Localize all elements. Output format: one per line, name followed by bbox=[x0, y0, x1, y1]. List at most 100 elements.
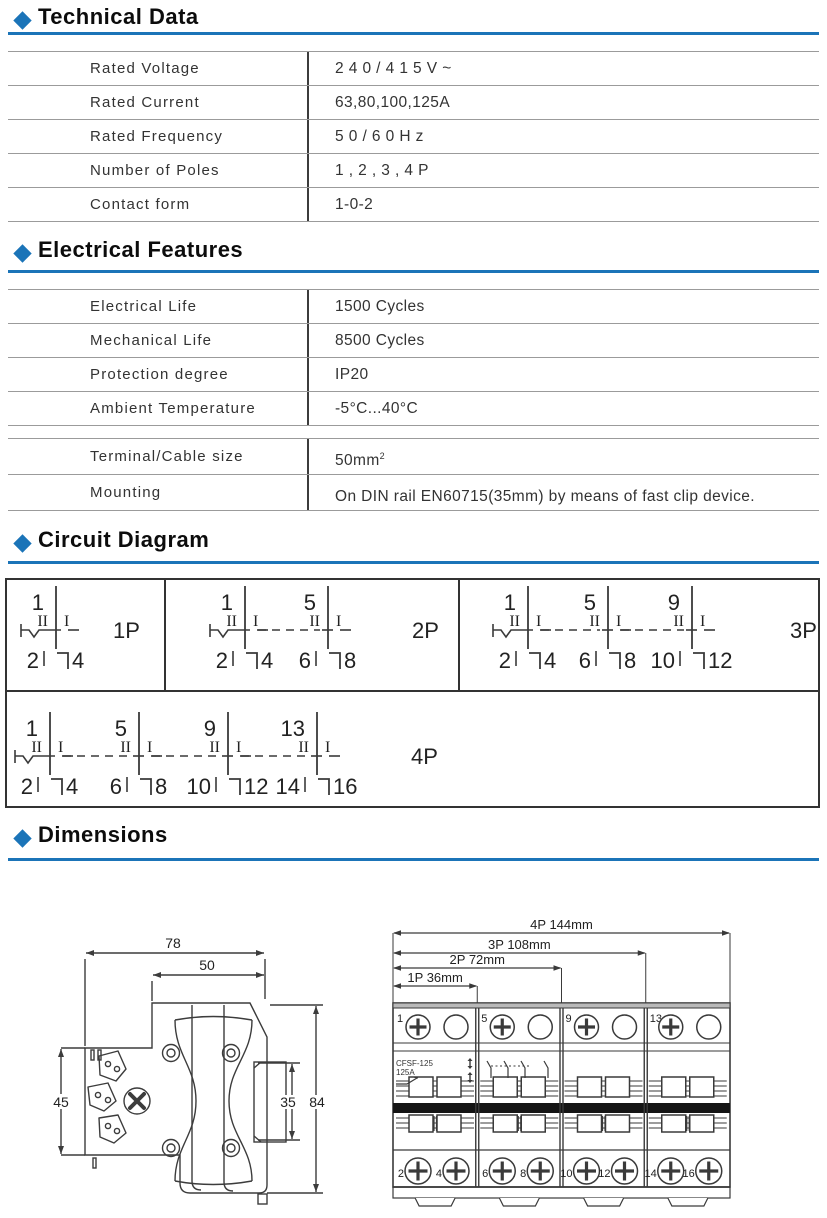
terminal-hook bbox=[246, 652, 258, 669]
model-label: CFSF-125 bbox=[396, 1059, 433, 1068]
bottom-terminal-label: 8 bbox=[520, 1168, 526, 1180]
table-row: Number of Poles 1 , 2 , 3 , 4 P bbox=[8, 153, 819, 187]
bottom-terminal-label: 10 bbox=[651, 648, 675, 673]
table-row: Contact form 1-0-2 bbox=[8, 187, 819, 221]
top-terminal-label: 1 bbox=[504, 590, 516, 615]
handle-tie-bar bbox=[393, 1103, 730, 1113]
table-row: Rated Voltage 2 4 0 / 4 1 5 V ~ bbox=[8, 51, 819, 85]
switch-contact bbox=[15, 755, 55, 765]
spec-value: 2 4 0 / 4 1 5 V ~ bbox=[307, 52, 819, 85]
technical-data-table: Rated Voltage 2 4 0 / 4 1 5 V ~ Rated Cu… bbox=[8, 51, 819, 222]
arrowhead-icon bbox=[553, 965, 562, 971]
toggle-handle bbox=[689, 1114, 715, 1133]
top-terminal-label: 13 bbox=[650, 1013, 662, 1025]
toggle-handle bbox=[689, 1076, 715, 1098]
toggle-handle bbox=[520, 1114, 546, 1133]
spec-label: Number of Poles bbox=[90, 162, 220, 179]
terminal-hook bbox=[140, 778, 152, 795]
terminal-hook bbox=[318, 778, 330, 795]
box-divider bbox=[7, 690, 818, 692]
mini-schematic-pole bbox=[543, 1060, 549, 1078]
arrowhead-icon bbox=[467, 1072, 473, 1075]
bottom-terminal-label: 16 bbox=[333, 774, 357, 799]
top-terminal-label: 13 bbox=[281, 716, 305, 741]
table-row: Electrical Life 1500 Cycles bbox=[8, 289, 819, 323]
table-row: Mounting On DIN rail EN60715(35mm) by me… bbox=[8, 474, 819, 510]
screw-x-icon bbox=[123, 1087, 151, 1115]
toggle-handle bbox=[408, 1076, 434, 1098]
spec-label: Rated Current bbox=[90, 94, 200, 111]
arrowhead-icon bbox=[469, 983, 478, 989]
width-dimension-label: 4P 144mm bbox=[530, 917, 593, 932]
mounting-tab bbox=[667, 1197, 709, 1207]
bottom-terminal-label: 6 bbox=[110, 774, 122, 799]
top-terminal-label: 1 bbox=[397, 1013, 403, 1025]
rivet-circles bbox=[161, 1043, 241, 1158]
top-rail-strip bbox=[392, 1002, 731, 1009]
terminal-hook bbox=[693, 652, 705, 669]
spec-label: Ambient Temperature bbox=[90, 400, 256, 417]
arrowhead-icon bbox=[637, 950, 646, 956]
arrowhead-icon bbox=[467, 1058, 473, 1061]
bottom-terminal-label: 14 bbox=[276, 774, 300, 799]
toggle-handle bbox=[604, 1114, 631, 1133]
position-i-label: I bbox=[616, 613, 621, 630]
switch-contact bbox=[210, 629, 250, 639]
spec-label: Protection degree bbox=[90, 366, 229, 383]
switch-symbol-icon bbox=[396, 1076, 419, 1085]
section-title: Dimensions bbox=[38, 822, 168, 847]
bottom-terminal-label: 4 bbox=[436, 1168, 442, 1180]
position-i-label: I bbox=[147, 739, 152, 756]
spec-value-sup: 2 bbox=[379, 451, 386, 461]
position-ii-label: II bbox=[298, 739, 309, 756]
spec-label: Rated Frequency bbox=[90, 128, 224, 145]
spec-value-text: 50mm bbox=[335, 452, 380, 470]
top-terminal-label: 5 bbox=[304, 590, 316, 615]
position-i-label: I bbox=[253, 613, 258, 630]
arrowhead-icon bbox=[393, 950, 401, 956]
bottom-terminal-label: 8 bbox=[344, 648, 356, 673]
box-divider bbox=[164, 580, 166, 690]
spec-label: Terminal/Cable size bbox=[90, 448, 244, 465]
position-ii-label: II bbox=[31, 739, 42, 756]
bottom-strip bbox=[392, 1186, 731, 1199]
bottom-terminal-label: 2 bbox=[21, 774, 33, 799]
terminal-hook bbox=[57, 652, 69, 669]
spec-label: Mounting bbox=[90, 484, 162, 501]
table-row: Terminal/Cable size 50mm2 bbox=[8, 438, 819, 474]
position-ii-label: II bbox=[226, 613, 237, 630]
terminal-hole-icon bbox=[696, 1014, 722, 1040]
section-rule bbox=[8, 561, 819, 564]
pole-count-label: 4P bbox=[411, 744, 438, 769]
bottom-terminal-label: 8 bbox=[155, 774, 167, 799]
table-row: Protection degree IP20 bbox=[8, 357, 819, 391]
position-ii-label: II bbox=[209, 739, 220, 756]
bottom-terminal-label: 16 bbox=[683, 1168, 695, 1180]
toggle-handle bbox=[604, 1076, 631, 1098]
arrowhead-icon bbox=[393, 965, 401, 971]
top-terminal-label: 5 bbox=[115, 716, 127, 741]
top-terminal-label: 1 bbox=[26, 716, 38, 741]
position-ii-label: II bbox=[509, 613, 520, 630]
mounting-tab bbox=[583, 1197, 625, 1207]
width-dimension-label: 2P 72mm bbox=[450, 952, 505, 967]
section-rule bbox=[8, 32, 819, 35]
toggle-handle bbox=[520, 1076, 546, 1098]
top-terminal-label: 9 bbox=[566, 1013, 572, 1025]
bottom-terminal-label: 2 bbox=[499, 648, 511, 673]
switch-contact bbox=[21, 629, 61, 639]
section-title: Circuit Diagram bbox=[38, 527, 210, 552]
bottom-terminal-label: 10 bbox=[187, 774, 211, 799]
section-rule bbox=[8, 858, 819, 861]
arrowhead-icon bbox=[722, 930, 730, 936]
mini-schematic-pole bbox=[503, 1060, 509, 1078]
pole-count-label: 2P bbox=[412, 618, 439, 643]
mounting-tab bbox=[498, 1197, 540, 1207]
spec-label: Mechanical Life bbox=[90, 332, 213, 349]
mounting-tab bbox=[414, 1197, 456, 1207]
position-ii-label: II bbox=[37, 613, 48, 630]
diamond-bullet-icon bbox=[13, 11, 32, 30]
